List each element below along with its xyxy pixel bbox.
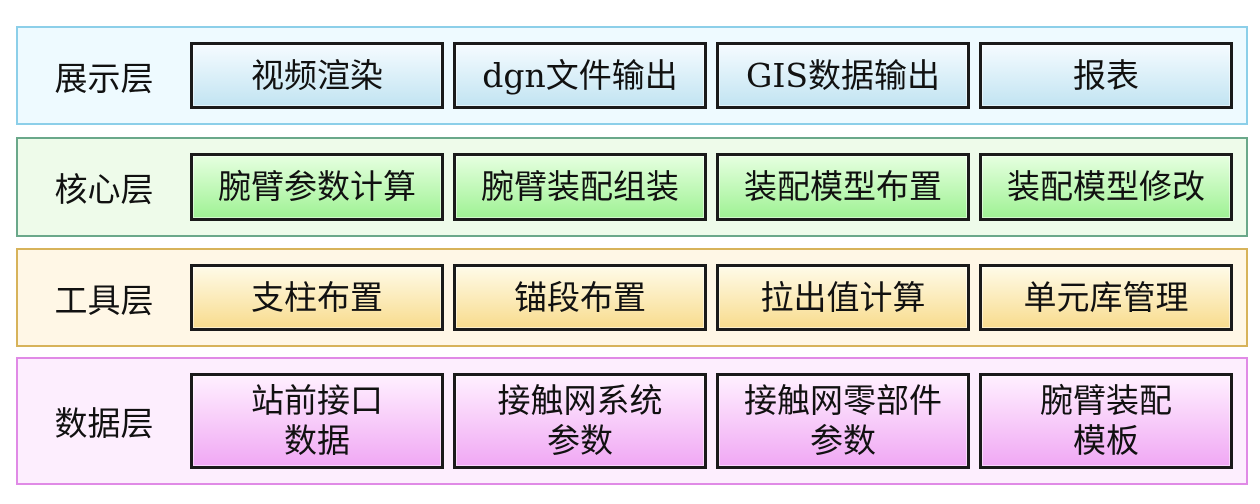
module-label: 装配模型修改 [1007, 167, 1205, 206]
module-label: 腕臂装配 模板 [1040, 381, 1172, 460]
module-box: 支柱布置 [190, 264, 444, 331]
module-box: 拉出值计算 [716, 264, 970, 331]
module-label: 锚段布置 [514, 277, 646, 317]
module-label: 报表 [1073, 55, 1139, 95]
module-box: 接触网系统 参数 [453, 373, 707, 469]
module-label: 腕臂参数计算 [218, 167, 416, 206]
layer-label: 展示层 [54, 58, 154, 98]
module-box: 单元库管理 [979, 264, 1233, 331]
module-box: 腕臂装配 模板 [979, 373, 1233, 469]
layer-data: 数据层 站前接口 数据 接触网系统 参数 接触网零部件 参数 腕臂装配 模板 [16, 357, 1248, 485]
module-label: dgn文件输出 [482, 55, 678, 95]
module-label: 支柱布置 [251, 277, 383, 317]
module-label: GIS数据输出 [745, 55, 940, 95]
module-box: 腕臂参数计算 [190, 153, 444, 221]
module-label: 接触网零部件 参数 [744, 381, 942, 460]
module-box: 视频渲染 [190, 42, 444, 109]
module-label: 单元库管理 [1023, 277, 1189, 317]
layer-label: 核心层 [54, 170, 154, 209]
module-box: GIS数据输出 [716, 42, 970, 109]
module-label: 拉出值计算 [760, 277, 926, 317]
module-box: 站前接口 数据 [190, 373, 444, 469]
module-label: 站前接口 数据 [251, 381, 383, 460]
module-box: dgn文件输出 [453, 42, 707, 109]
layer-label: 数据层 [54, 404, 154, 443]
module-label: 腕臂装配组装 [481, 167, 679, 206]
module-box: 腕臂装配组装 [453, 153, 707, 221]
module-label: 接触网系统 参数 [497, 381, 663, 460]
layer-presentation: 展示层 视频渲染 dgn文件输出 GIS数据输出 报表 [16, 26, 1248, 125]
layer-core: 核心层 腕臂参数计算 腕臂装配组装 装配模型布置 装配模型修改 [16, 137, 1248, 237]
module-label: 装配模型布置 [744, 167, 942, 206]
module-label: 视频渲染 [251, 55, 383, 95]
layer-label: 工具层 [54, 280, 154, 320]
module-box: 装配模型修改 [979, 153, 1233, 221]
layer-tool: 工具层 支柱布置 锚段布置 拉出值计算 单元库管理 [16, 248, 1248, 347]
module-box: 锚段布置 [453, 264, 707, 331]
module-box: 报表 [979, 42, 1233, 109]
module-box: 装配模型布置 [716, 153, 970, 221]
module-box: 接触网零部件 参数 [716, 373, 970, 469]
